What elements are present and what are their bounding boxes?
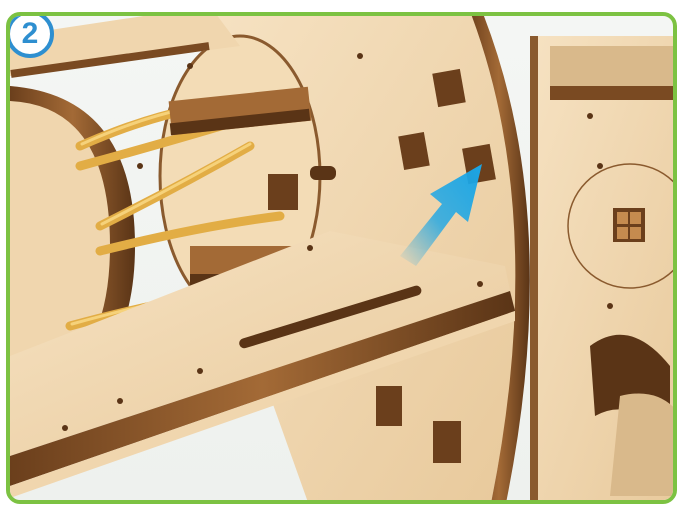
assembly-illustration	[10, 16, 677, 504]
step-number: 2	[22, 17, 39, 51]
up-right-arrow-icon	[390, 146, 490, 266]
step-number-badge: 2	[6, 12, 54, 58]
illustration-frame: 2	[6, 12, 677, 504]
rear-wood-panels	[530, 36, 677, 504]
